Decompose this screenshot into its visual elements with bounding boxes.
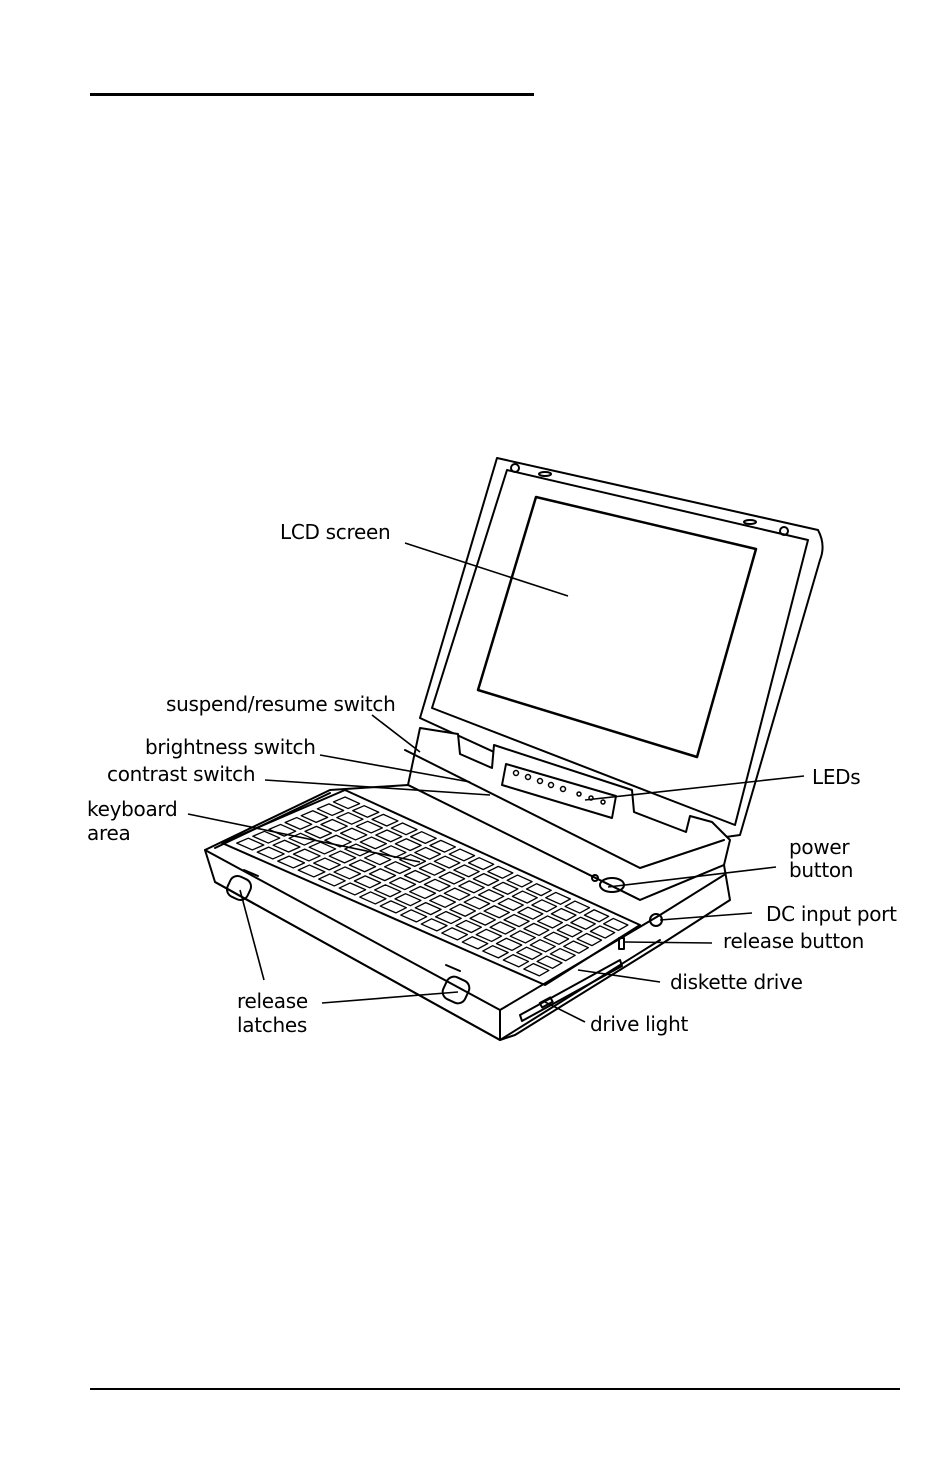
footer-rule: [90, 1388, 900, 1390]
label-keyboard-area-line2: area: [87, 821, 130, 845]
label-diskette-drive: diskette drive: [670, 970, 803, 994]
leader-release-button: [625, 942, 712, 943]
label-power-button-line2: button: [789, 858, 853, 882]
label-lcd-screen: LCD screen: [280, 520, 390, 544]
label-contrast-switch: contrast switch: [107, 762, 255, 786]
label-drive-light: drive light: [590, 1012, 688, 1036]
label-leds: LEDs: [812, 765, 860, 789]
label-suspend-resume-switch: suspend/resume switch: [166, 692, 396, 716]
label-brightness-switch: brightness switch: [145, 735, 316, 759]
label-release-latches-line2: latches: [237, 1013, 307, 1037]
label-release-button: release button: [723, 929, 864, 953]
leader-suspend-resume: [372, 715, 420, 752]
label-dc-input-port: DC input port: [766, 902, 897, 926]
label-power-button-line1: power: [789, 835, 849, 859]
label-release-latches-line1: release: [237, 989, 308, 1013]
label-keyboard-area-line1: keyboard: [87, 797, 177, 821]
